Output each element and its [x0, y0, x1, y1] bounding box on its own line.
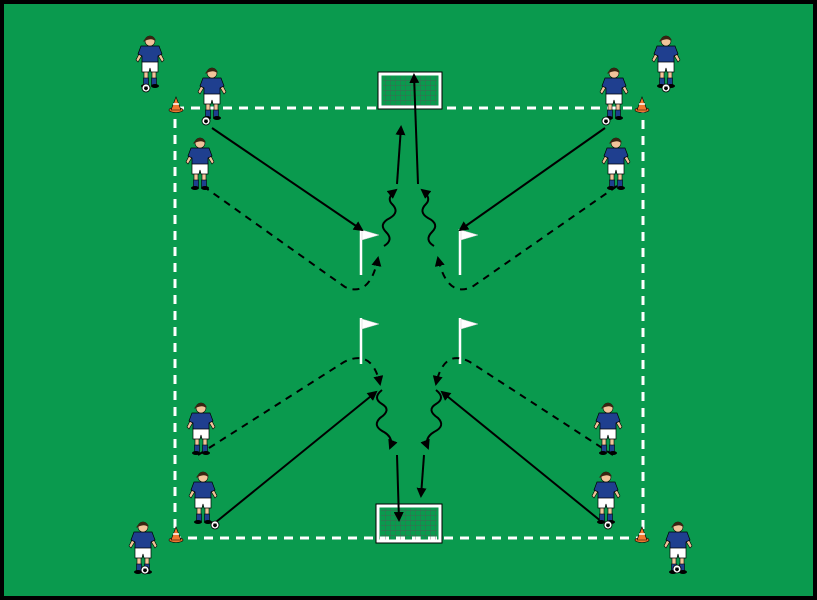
soccer-ball-icon — [141, 83, 151, 93]
run-arrow — [432, 357, 614, 456]
pass-arrow — [458, 127, 606, 232]
shot-arrow — [393, 454, 404, 522]
run-arrow — [202, 185, 382, 291]
pass-arrow — [215, 390, 378, 523]
dribble-arrow — [375, 389, 398, 450]
goal-icon-top — [377, 71, 443, 110]
dribble-arrow — [381, 188, 398, 247]
run-arrow — [197, 357, 384, 456]
pass-arrow — [211, 127, 364, 232]
soccer-ball-icon — [672, 564, 682, 574]
shot-arrow — [416, 454, 427, 498]
soccer-ball-icon — [601, 116, 611, 126]
soccer-ball-icon — [603, 520, 613, 530]
soccer-ball-icon — [661, 83, 671, 93]
pass-arrow — [440, 390, 603, 523]
goal-icon-bottom — [375, 503, 443, 544]
run-arrows — [197, 185, 618, 456]
dribble-arrow — [420, 389, 443, 450]
soccer-ball-icon — [201, 116, 211, 126]
soccer-ball-icon — [140, 565, 150, 575]
pass-arrows — [211, 73, 606, 523]
dribble-arrow — [420, 188, 437, 247]
shot-arrow — [395, 125, 406, 185]
run-arrow — [434, 185, 618, 291]
soccer-ball-icon — [210, 520, 220, 530]
shot-arrow — [409, 73, 420, 185]
dribble-arrows — [375, 188, 443, 450]
